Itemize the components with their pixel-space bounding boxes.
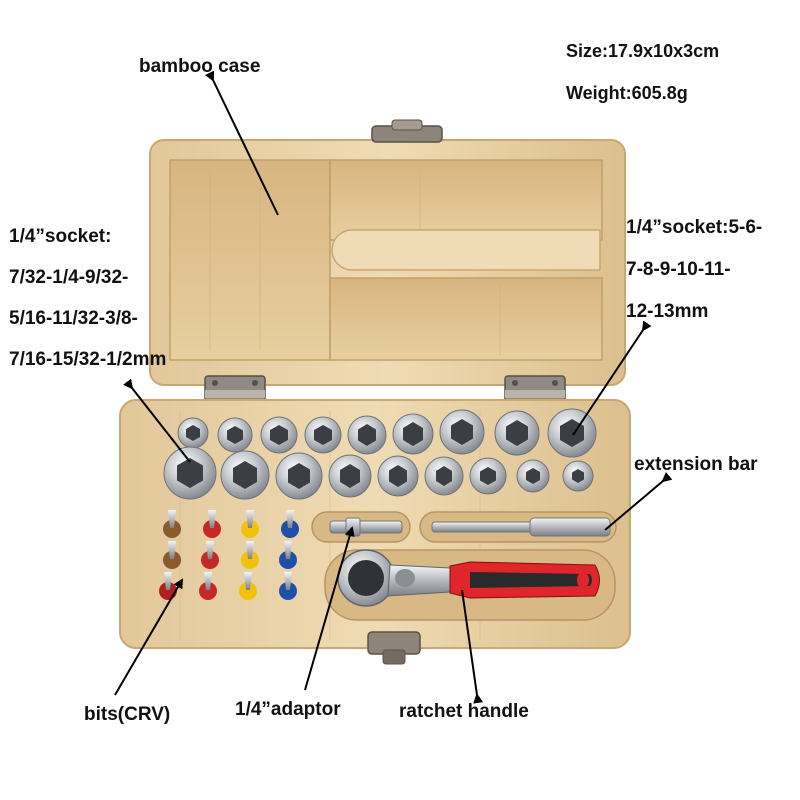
bit (203, 510, 221, 538)
label-size: Size:17.9x10x3cm (566, 41, 720, 61)
label-socket-metric-1: 1/4”socket:5-6- (626, 217, 763, 238)
case-lid (149, 119, 626, 386)
label-bamboo-case: bamboo case (139, 56, 261, 77)
socket (275, 452, 323, 500)
socket (163, 446, 217, 500)
label-socket-inch-1: 1/4”socket: (9, 226, 112, 247)
annotation-arrows (114, 70, 673, 704)
arrow-bamboo-case (205, 70, 279, 216)
socket (547, 408, 597, 458)
socket (439, 409, 485, 455)
socket (424, 456, 464, 496)
arrow-ratchet (461, 589, 484, 704)
arrow-bits (114, 578, 184, 696)
bit (199, 572, 217, 600)
label-socket-inch-4: 7/16-15/32-1/2mm (9, 349, 167, 370)
ratchet-handle (324, 549, 616, 621)
label-socket-inch-2: 7/32-1/4-9/32- (9, 267, 129, 288)
label-adaptor: 1/4”adaptor (235, 699, 341, 720)
socket (377, 455, 419, 497)
socket (494, 410, 540, 456)
socket (469, 457, 507, 495)
socket (328, 454, 372, 498)
bit (279, 572, 297, 600)
socket-set (163, 408, 597, 500)
bit (239, 572, 257, 600)
socket (177, 417, 209, 449)
socket (516, 459, 550, 493)
bit (281, 510, 299, 538)
socket (347, 415, 387, 455)
label-socket-inch-3: 5/16-11/32-3/8- (9, 308, 138, 329)
label-socket-metric-2: 7-8-9-10-11- (626, 259, 731, 280)
socket (562, 460, 594, 492)
socket (220, 450, 270, 500)
arrow-adaptor (304, 526, 355, 691)
arrow-socket-inch (123, 378, 191, 463)
label-weight: Weight:605.8g (566, 83, 688, 103)
arrow-extension-bar (604, 472, 673, 531)
socket (217, 417, 253, 453)
label-bits: bits(CRV) (84, 704, 171, 725)
bit (163, 541, 181, 569)
extension-bar (419, 511, 617, 543)
socket (260, 416, 298, 454)
adaptor (311, 511, 411, 543)
bit (241, 541, 259, 569)
label-socket-metric-3: 12-13mm (626, 301, 709, 322)
bit (201, 541, 219, 569)
socket (304, 416, 342, 454)
bit (241, 510, 259, 538)
bit (279, 541, 297, 569)
label-extension-bar: extension bar (634, 454, 758, 475)
arrow-socket-metric (572, 320, 652, 436)
socket (392, 413, 434, 455)
bit (163, 510, 181, 538)
bit-set (159, 510, 299, 600)
label-ratchet-handle: ratchet handle (399, 701, 529, 722)
